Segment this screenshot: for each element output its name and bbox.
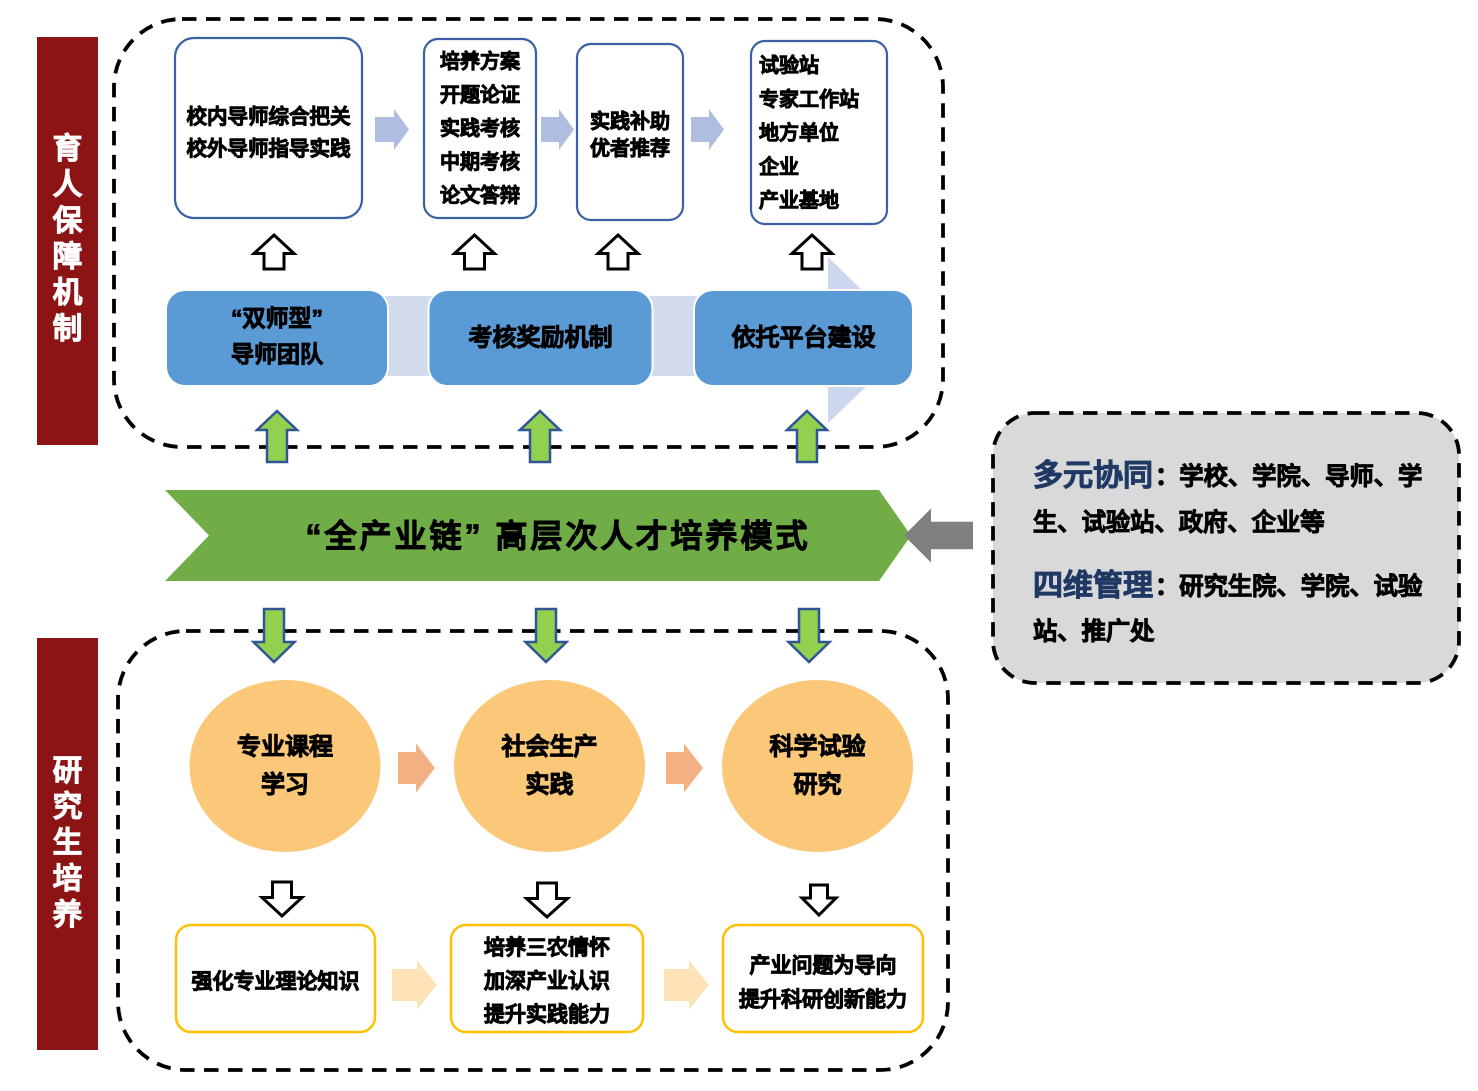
- svg-text:制: 制: [53, 313, 83, 346]
- svg-text:育: 育: [53, 132, 83, 166]
- svg-text:提升实践能力: 提升实践能力: [484, 1003, 610, 1027]
- svg-text:四维管理: 四维管理: [1033, 570, 1153, 603]
- svg-text:实践补助: 实践补助: [590, 109, 670, 133]
- svg-text:“全产业链” 高层次人才培养模式: “全产业链” 高层次人才培养模式: [306, 518, 811, 554]
- svg-text:试验站: 试验站: [759, 53, 819, 77]
- svg-text:培: 培: [53, 862, 83, 896]
- svg-text:障: 障: [53, 241, 83, 274]
- svg-text:中期考核: 中期考核: [440, 150, 520, 174]
- svg-text:研究: 研究: [794, 771, 842, 799]
- svg-text:生、试验站、政府、企业等: 生、试验站、政府、企业等: [1033, 509, 1325, 537]
- svg-text:培养三农情怀: 培养三农情怀: [484, 936, 610, 960]
- svg-text:强化专业理论知识: 强化专业理论知识: [192, 970, 360, 994]
- svg-text:优者推荐: 优者推荐: [590, 136, 670, 160]
- svg-text:保: 保: [53, 205, 83, 238]
- svg-text:：研究生院、学院、试验: ：研究生院、学院、试验: [1155, 573, 1423, 601]
- svg-text:人: 人: [53, 169, 83, 202]
- svg-text:企业: 企业: [758, 154, 799, 178]
- svg-text:生: 生: [53, 827, 83, 860]
- svg-text:“双师型”: “双师型”: [231, 305, 323, 331]
- svg-text:实践考核: 实践考核: [440, 116, 520, 140]
- svg-text:：学校、学院、导师、学: ：学校、学院、导师、学: [1155, 463, 1422, 491]
- svg-text:培养方案: 培养方案: [440, 49, 521, 73]
- svg-text:导师团队: 导师团队: [231, 341, 324, 367]
- svg-text:依托平台建设: 依托平台建设: [732, 324, 876, 352]
- svg-text:考核奖励机制: 考核奖励机制: [469, 324, 613, 352]
- svg-text:实践: 实践: [526, 771, 574, 799]
- svg-text:论文答辩: 论文答辩: [440, 183, 520, 207]
- svg-text:专家工作站: 专家工作站: [759, 87, 859, 111]
- svg-text:加深产业认识: 加深产业认识: [483, 969, 610, 993]
- svg-text:养: 养: [53, 898, 83, 932]
- svg-text:科学试验: 科学试验: [770, 733, 866, 761]
- svg-text:校外导师指导实践: 校外导师指导实践: [187, 137, 351, 161]
- svg-text:社会生产: 社会生产: [502, 733, 598, 761]
- svg-text:研: 研: [53, 755, 83, 788]
- svg-text:学习: 学习: [261, 771, 309, 799]
- svg-text:专业课程: 专业课程: [237, 733, 333, 761]
- svg-text:站、推广处: 站、推广处: [1033, 618, 1155, 646]
- svg-text:产业问题为导向: 产业问题为导向: [750, 954, 897, 978]
- svg-text:究: 究: [53, 790, 83, 824]
- svg-text:地方单位: 地方单位: [759, 121, 839, 145]
- svg-text:提升科研创新能力: 提升科研创新能力: [739, 988, 907, 1012]
- svg-text:开题论证: 开题论证: [440, 83, 520, 107]
- svg-text:机: 机: [53, 277, 83, 310]
- svg-text:校内导师综合把关: 校内导师综合把关: [187, 105, 351, 129]
- svg-text:多元协同: 多元协同: [1033, 460, 1153, 493]
- svg-text:产业基地: 产业基地: [759, 188, 839, 212]
